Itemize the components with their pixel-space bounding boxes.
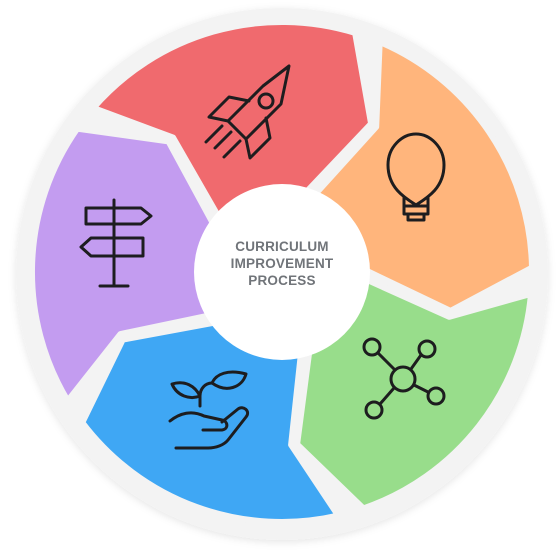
seedling-hand-icon: [168, 370, 250, 450]
segments-group: [29, 19, 535, 525]
signpost-icon: [79, 198, 153, 288]
network-icon: [362, 337, 446, 420]
center-circle: [194, 184, 370, 360]
center-title: CURRICULUM IMPROVEMENT PROCESS: [207, 238, 357, 289]
center-title-line-3: PROCESS: [248, 273, 316, 288]
lightbulb-icon: [386, 132, 446, 222]
center-title-line-1: CURRICULUM: [235, 239, 329, 254]
center-title-line-2: IMPROVEMENT: [230, 256, 334, 271]
rocket-icon: [204, 64, 291, 160]
